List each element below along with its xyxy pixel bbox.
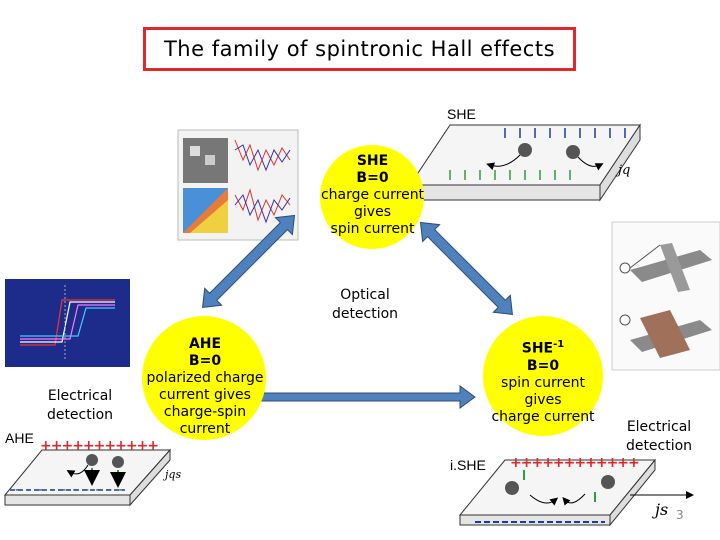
ahe-plus-row: +++++++++++ [40, 438, 159, 454]
ishe-label: i.SHE [450, 457, 486, 473]
optical-line1: Optical [340, 287, 390, 303]
ishe-heading: SHE [521, 340, 554, 357]
ishe-device-figure [611, 221, 720, 371]
ahe-heading: AHE [188, 336, 222, 352]
ishe-slab-figure [458, 458, 694, 527]
jqs-label: jqs [165, 468, 182, 481]
js-label: js [655, 500, 669, 519]
she-line1: charge current [320, 187, 425, 203]
she-circle-text: SHE B=0 charge current gives spin curren… [310, 153, 435, 238]
ishe-plus-row: ++++++++++++ [510, 455, 640, 471]
ishe-line2: gives [524, 391, 562, 408]
electrical-detection-right: Electrical detection [604, 418, 714, 456]
electrical-right-line1: Electrical [626, 419, 692, 435]
electrical-right-line2: detection [625, 438, 693, 454]
optical-line2: detection [331, 306, 399, 322]
jq-label: jq [618, 163, 631, 178]
electrical-left-line2: detection [46, 407, 114, 423]
she-plots-figure [177, 129, 299, 241]
ahe-line2: current gives [159, 387, 251, 403]
ishe-line3: charge current [491, 408, 595, 425]
ishe-heading-wrap: SHE-1 [478, 336, 608, 358]
ishe-circle-text: SHE-1 B=0 spin current gives charge curr… [478, 336, 608, 426]
ahe-condition: B=0 [188, 353, 222, 369]
ishe-circle [483, 316, 603, 436]
ishe-condition: B=0 [526, 357, 560, 374]
ahe-hysteresis-figure [5, 279, 130, 367]
ahe-slab-figure [3, 448, 172, 507]
slide-number: 3 [676, 508, 684, 522]
she-slab-figure [409, 123, 641, 202]
ahe-line1: polarized charge [146, 370, 264, 386]
she-line3: spin current [330, 221, 415, 237]
she-label: SHE [447, 106, 476, 122]
ishe-line1: spin current [501, 374, 585, 391]
ahe-label: AHE [5, 430, 34, 446]
she-condition: B=0 [356, 170, 389, 186]
she-line2: gives [354, 204, 391, 220]
ahe-line3: charge-spin [163, 404, 247, 420]
ahe-line4: current [179, 421, 231, 437]
ahe-minus-row: - - - - - - - - - - [15, 482, 125, 498]
ishe-superscript: -1 [553, 339, 565, 350]
page-title: The family of spintronic Hall effects [163, 37, 556, 61]
title-box: The family of spintronic Hall effects [143, 27, 576, 71]
electrical-detection-left: Electrical detection [30, 387, 130, 425]
ahe-circle-text: AHE B=0 polarized charge current gives c… [135, 336, 275, 438]
ahe-circle [142, 316, 266, 440]
electrical-left-line1: Electrical [47, 388, 113, 404]
optical-detection: Optical detection [315, 286, 415, 324]
she-circle [320, 145, 424, 249]
she-heading: SHE [356, 153, 389, 169]
